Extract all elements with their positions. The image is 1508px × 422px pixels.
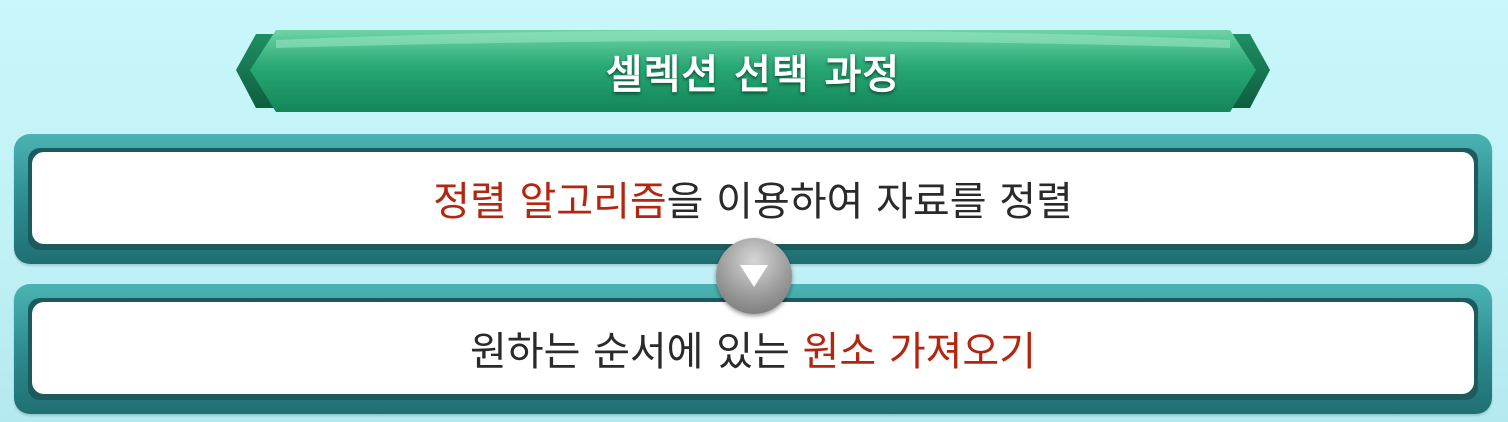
step-1-highlight: 정렬 알고리즘	[433, 179, 667, 225]
step-2-text: 원하는 순서에 있는	[469, 329, 803, 375]
banner-ribbon-shape	[236, 30, 1270, 112]
diagram-title: 셀렉션 선택 과정	[605, 52, 901, 98]
down-arrow-glyph	[740, 265, 768, 287]
step-2-frame: 원하는 순서에 있는 원소 가져오기	[28, 298, 1478, 400]
step-1-text: 을 이용하여 자료를 정렬	[666, 179, 1073, 225]
step-2-card: 원하는 순서에 있는 원소 가져오기	[32, 302, 1474, 394]
step-2-highlight: 원소 가져오기	[802, 329, 1037, 375]
title-banner: 셀렉션 선택 과정	[236, 28, 1270, 114]
down-triangle-icon	[716, 238, 792, 314]
